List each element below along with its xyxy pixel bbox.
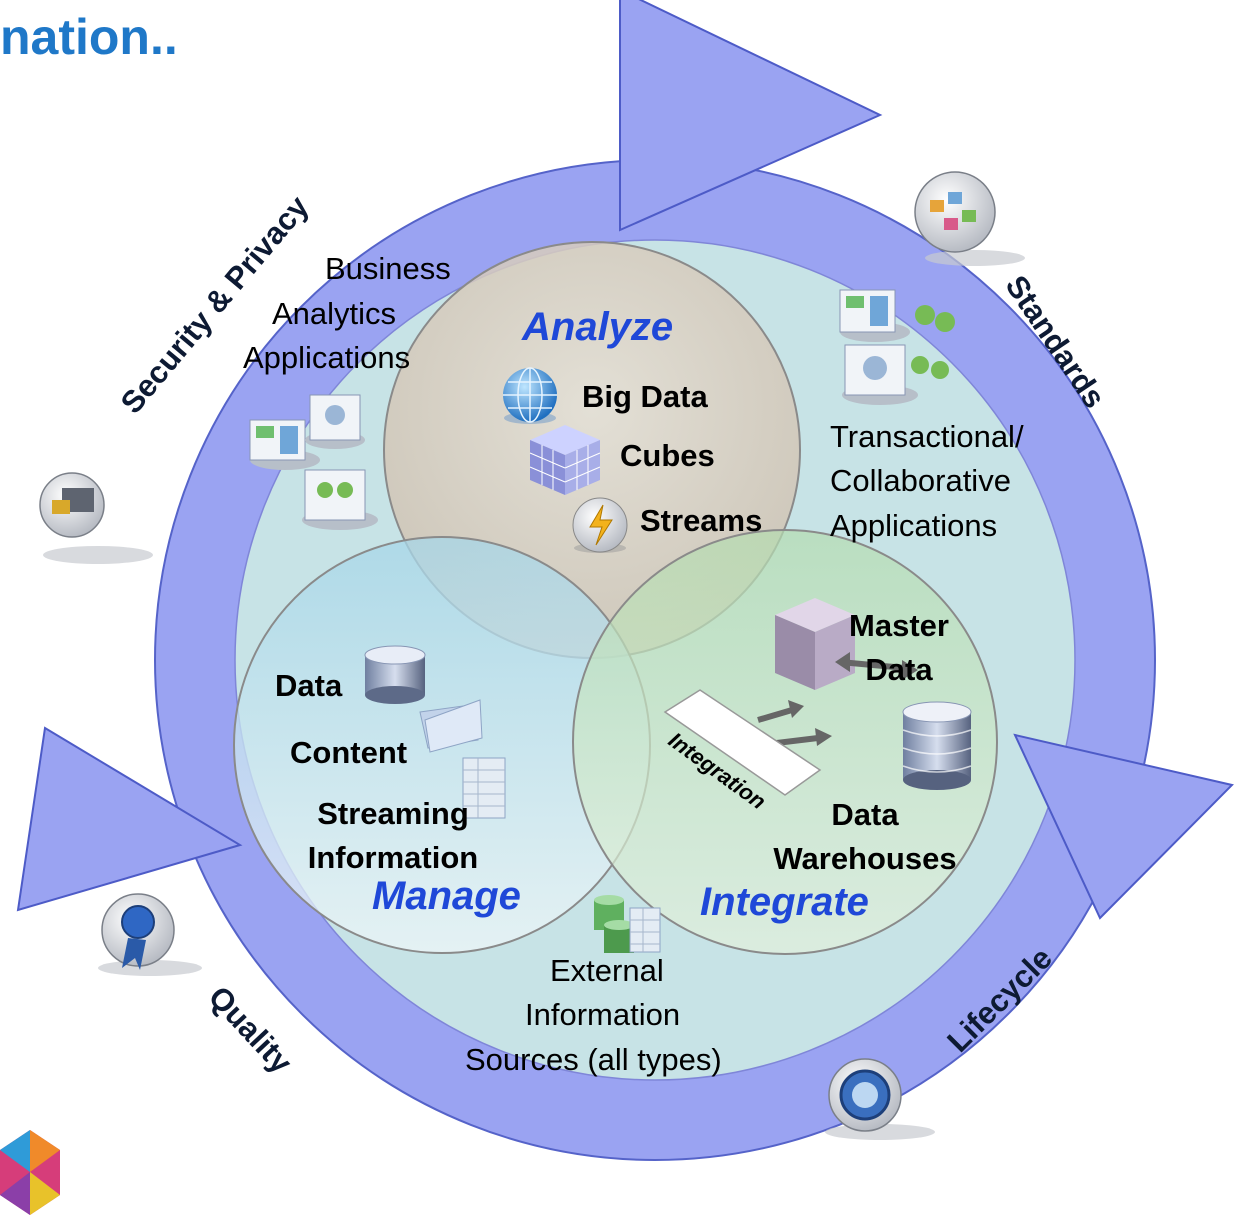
cycle-icon [825,1058,935,1140]
manage-item-data: Data [275,668,343,703]
standards-blocks-icon [914,171,1025,266]
business-analytics-line-2: Analytics [272,296,397,331]
globe-icon [503,367,557,424]
logo-icon [0,1130,60,1215]
app-screens-icon [249,394,378,530]
integrate-title: Integrate [700,880,869,924]
transactional-line-2: Collaborative [830,463,1011,498]
business-analytics-line-1: Business [325,251,451,286]
table-icon [462,757,506,819]
transactional-line-3: Applications [830,508,998,543]
business-analytics-line-3: Applications [243,340,411,375]
streams-icon [572,497,628,553]
external-line-1: External [550,953,664,988]
top-arrow-head [619,0,883,232]
analyze-item-cubes: Cubes [620,438,715,473]
cube-grid-icon [529,425,601,495]
analyze-item-streams: Streams [640,503,763,538]
external-sources-icon [594,895,661,953]
external-line-2: Information [525,997,681,1032]
page-title-fragment: nation.. [0,9,178,65]
integration-tag-shape [663,689,822,796]
analyze-item-big-data: Big Data [582,379,708,414]
database-icon [364,645,426,704]
left-arrow-head [16,726,243,912]
manage-item-content: Content [290,735,408,770]
app-screens-icon [839,289,955,405]
external-line-3: Sources (all types) [465,1042,722,1077]
folder-icon [419,699,483,753]
master-data-cube-icon [775,598,855,690]
transactional-line-1: Transactional/ [830,419,1024,454]
integrate-item-data-warehouses: Data Warehouses [773,797,957,876]
manage-item-streaming-information: Streaming Information [307,796,479,875]
integrate-item-master-data: Master Data [849,608,949,687]
ribbon-icon [98,893,202,976]
lock-monitor-icon [39,472,153,564]
warehouse-db-icon [902,701,972,790]
right-arrow-head [1013,733,1234,920]
analyze-title: Analyze [522,305,674,349]
integration-arrows [757,652,918,748]
manage-title: Manage [372,874,521,918]
